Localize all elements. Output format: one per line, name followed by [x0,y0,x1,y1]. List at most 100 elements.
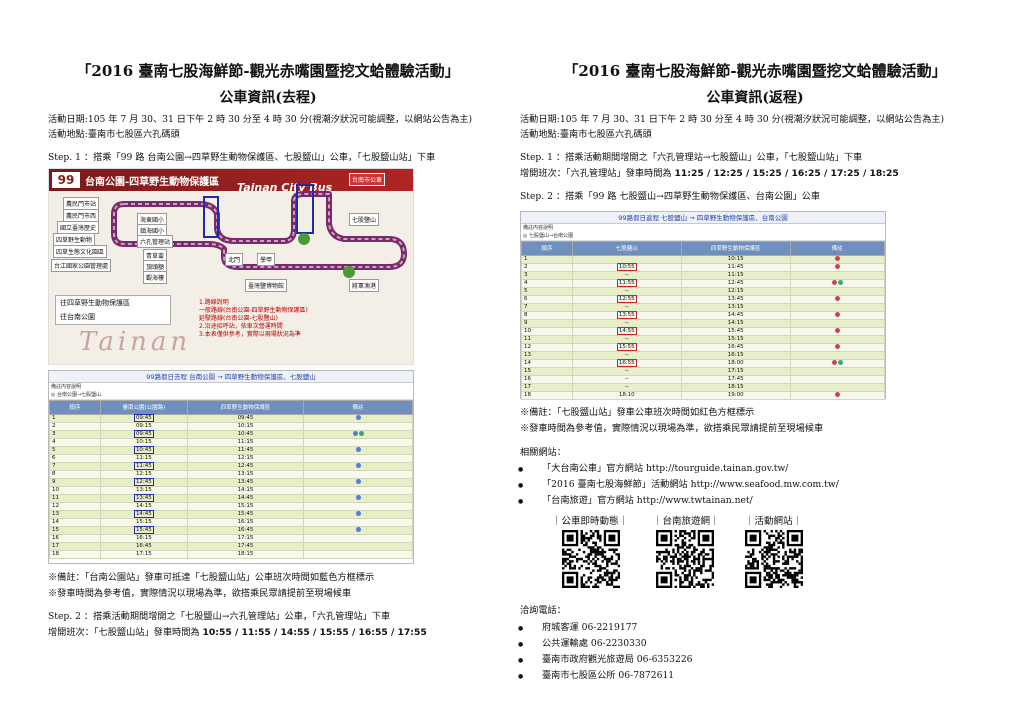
accessible-icon [358,431,364,436]
table-cell: 18:15 [186,550,305,559]
qr-label: ｜台南旅遊網｜ [653,516,720,527]
table-cell: 11:45 [99,462,188,471]
return-note2: ※發車時間為參考值，實際情況以現場為準，欲搭乘民眾請提前至現場候車 [520,423,824,434]
route-name: 台南公園-四草野生動物保護區 [85,177,220,188]
table-cell [303,526,413,535]
outbound-section: 「2016 臺南七股海鮮節-觀光赤嘴園暨挖文蛤體驗活動」 公車資訊(去程) 活動… [48,0,488,724]
table-cell: 09:45 [99,414,188,423]
table-cell [303,422,413,431]
col-header: 四草野生動物保護區 [680,241,791,256]
table-cell: 9 [521,319,573,328]
link-item[interactable]: 「台南旅遊」官方網站 http://www.twtainan.net/ [518,495,753,508]
timetable-title: 99路假日返程 七股鹽山 → 四草野生動物保護區、台南公園 [521,212,885,224]
note-icon [355,527,361,532]
table-cell: 10:15 [186,422,305,431]
table-cell: 19:00 [680,391,791,400]
table-cell: 14:55 [571,327,682,336]
table-cell: 16:15 [186,518,305,527]
table-cell: 14:45 [680,311,791,320]
table-cell [303,550,413,559]
map-note: 1.路線說明 [199,299,229,306]
table-cell: 10 [521,327,573,336]
table-cell [303,542,413,551]
route-line [111,184,407,278]
qr-label: ｜活動網站｜ [745,516,803,527]
link-text[interactable]: 「2016 臺南七股海鮮節」活動網站 http://www.seafood.mw… [542,479,839,490]
table-cell: 18 [521,391,573,400]
link-item[interactable]: 「大台南公車」官方網站 http://tourguide.tainan.gov.… [518,463,789,476]
qr-code-event[interactable] [745,530,803,588]
timetable-meta: 備註內容說明 [523,225,554,231]
table-row: 7--13:15 [521,303,886,312]
return-place: 活動地點:臺南市七股區六孔碼頭 [520,129,652,140]
link-item[interactable]: 「2016 臺南七股海鮮節」活動網站 http://www.seafood.mw… [518,479,839,492]
table-cell [789,391,886,400]
table-cell: 17:15 [680,367,791,376]
table-cell: 15:15 [186,502,305,511]
table-cell: 11:15 [680,271,791,280]
route-map: 99 台南公園-四草野生動物保護區 Tainan City Bus 台南市公車 … [48,168,414,365]
table-cell [789,319,886,328]
note-icon [831,360,837,365]
table-cell: 10:55 [571,263,682,272]
route-number: 99 [52,172,80,188]
contact-item: 臺南市政府觀光旅遊局 06-6353226 [518,654,693,667]
table-cell: 15:45 [99,526,188,535]
table-cell [303,494,413,503]
table-cell [789,287,886,296]
table-cell: 1 [49,414,101,423]
map-stop: 觀海樓 [143,271,168,284]
col-header: 臺南公園(公園路) [99,400,188,415]
qr-code-travel[interactable] [656,530,714,588]
timetable-title: 99路假日去程 台南公園 → 四草野生動物保護區、七股鹽山 [49,371,413,383]
table-cell: 17:15 [99,550,188,559]
qr-code-bus[interactable] [562,530,620,588]
table-cell: 13:15 [186,470,305,479]
map-stop: 台江國家公園管理處 [51,259,112,272]
note-icon [355,479,361,484]
outbound-timetable: 99路假日去程 台南公園 → 四草野生動物保護區、七股鹽山 備註內容說明 ◎ 台… [48,370,414,564]
table-cell [789,343,886,352]
table-cell [789,383,886,392]
table-cell: 13:45 [99,494,188,503]
table-cell [789,279,886,288]
table-cell: 11:55 [571,279,682,288]
table-cell: 8 [49,470,101,479]
table-cell [303,470,413,479]
table-row: 5--12:15 [521,287,886,296]
link-text[interactable]: 「台南旅遊」官方網站 http://www.twtainan.net/ [542,495,753,506]
table-cell: 16 [521,375,573,384]
outbound-note2: ※發車時間為參考值，實際情況以現場為準，欲搭乘民眾請提前至現場候車 [48,588,352,599]
table-row: 17--18:15 [521,383,886,392]
table-cell [303,486,413,495]
table-cell: 18:15 [680,383,791,392]
legend-item: 往台南公園 [60,313,95,321]
return-extra: 增開班次：「六孔管理站」發車時間為 11:25 / 12:25 / 15:25 … [520,168,899,180]
table-cell: 16:45 [99,542,188,551]
table-cell [789,367,886,376]
note-icon [355,463,361,468]
return-date: 活動日期:105 年 7 月 30、31 日下午 2 時 30 分至 4 時 3… [520,114,945,125]
table-cell: 12:45 [186,462,305,471]
note-icon [352,431,358,436]
route-map-header [49,169,413,191]
table-cell: 10:45 [186,430,305,439]
bus-badge: 台南市公車 [349,173,386,186]
table-cell [789,351,886,360]
note-icon [834,296,840,301]
map-note: 一般路線(台南公園-四草野生動物保護區) [199,307,308,314]
table-cell [789,375,886,384]
table-cell: 18:00 [680,359,791,368]
link-text[interactable]: 「大台南公車」官方網站 http://tourguide.tainan.gov.… [542,463,789,474]
table-cell: 7 [521,303,573,312]
note-icon [834,256,840,261]
table-cell: 15:55 [571,343,682,352]
